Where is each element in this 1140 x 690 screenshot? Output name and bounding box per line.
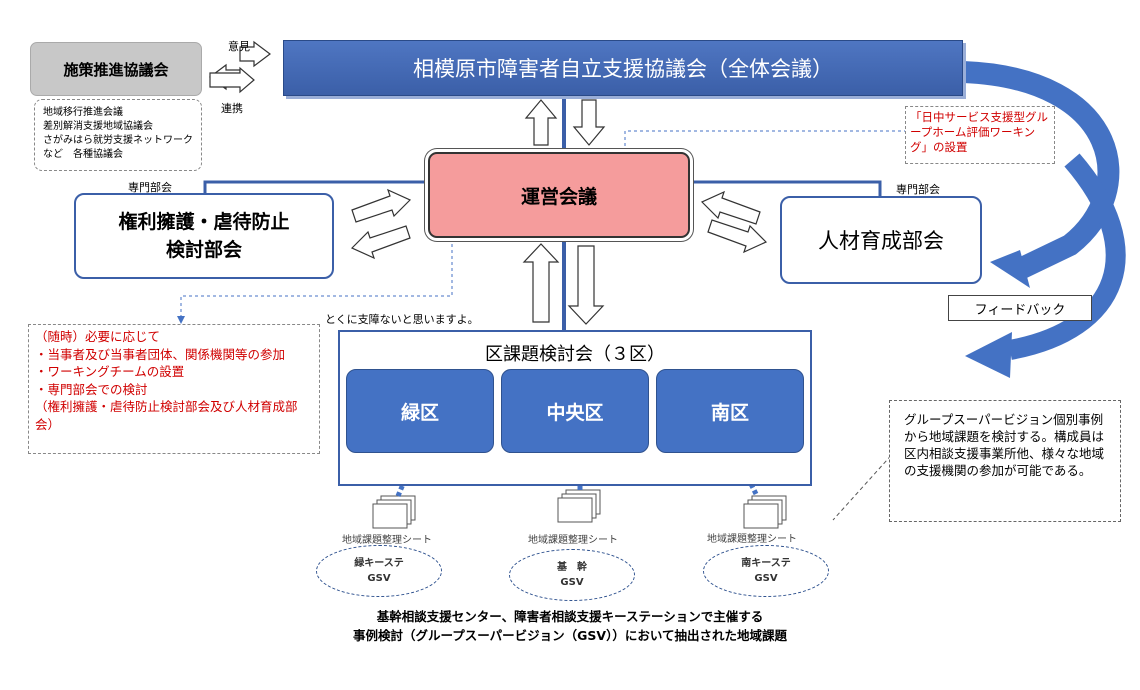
- as-needed-item: ・専門部会での検討: [35, 381, 148, 397]
- arrow-to-hr-hollow: [707, 219, 768, 254]
- sheet-stack-1: [372, 495, 416, 529]
- gsv-ellipse-minami: 南キーステ GSV: [703, 545, 829, 597]
- gsv-label: GSV: [754, 573, 778, 584]
- gsv-host: 基 幹: [557, 562, 587, 573]
- arrow-down-hollow-2: [567, 245, 605, 325]
- ward-label: 緑区: [400, 401, 439, 424]
- dashed-arrowhead-2: [177, 316, 185, 324]
- working-group-note: 「日中サービス支援型グループホーム評価ワーキング」の設置: [905, 106, 1055, 164]
- sub-council-item: 差別解消支援地域協議会: [43, 121, 153, 132]
- feedback-curve-lower: [1008, 153, 1126, 360]
- sub-council-item: さがみはら就労支援ネットワーク: [43, 135, 193, 146]
- gsv-description-note: グループスーパービジョン個別事例から地域課題を検討する。構成員は区内相談支援事業…: [889, 400, 1121, 522]
- policy-council-title: 施策推進協議会: [63, 60, 169, 79]
- sub-council-item: 地域移行推進会議: [43, 107, 123, 118]
- feedback-label: フィードバック: [948, 295, 1092, 321]
- arrow-to-rights-hollow: [350, 225, 411, 260]
- main-council-banner: 相模原市障害者自立支援協議会（全体会議）: [283, 40, 963, 96]
- feedback-arrowhead-lower: [965, 332, 1012, 378]
- sheet-stack-2: [557, 489, 601, 523]
- rights-connector: [203, 180, 428, 193]
- sub-council-list: 地域移行推進会議 差別解消支援地域協議会 さがみはら就労支援ネットワーク など …: [34, 99, 202, 171]
- rights-committee-line2: 検討部会: [165, 239, 242, 261]
- as-needed-list: （随時）必要に応じて ・当事者及び当事者団体、関係機関等の参加 ・ワーキングチー…: [28, 324, 320, 454]
- rights-committee-tag: 専門部会: [128, 181, 172, 194]
- as-needed-item: （権利擁護・虐待防止検討部会及び人材育成部会）: [35, 399, 298, 432]
- ward-chuo: 中央区: [501, 369, 649, 453]
- gsv-label: GSV: [560, 577, 584, 588]
- as-needed-item: （随時）必要に応じて: [35, 329, 161, 344]
- arrow-right-hollow: [239, 40, 271, 68]
- policy-council-box: 施策推進協議会: [30, 42, 202, 96]
- ward-minami: 南区: [656, 369, 804, 453]
- working-dashed-link: [624, 130, 905, 152]
- hr-committee-tag: 専門部会: [896, 183, 940, 196]
- hr-committee-title: 人材育成部会: [818, 229, 944, 253]
- sub-council-item: など 各種協議会: [43, 149, 123, 160]
- as-needed-item: ・ワーキングチームの設置: [35, 364, 185, 379]
- gsv-host: 緑キーステ: [354, 558, 404, 569]
- arrow-up-hollow-2: [522, 243, 560, 323]
- rights-committee-line1: 権利擁護・虐待防止: [118, 211, 290, 233]
- ward-midori: 緑区: [346, 369, 494, 453]
- feedback-text: フィードバック: [974, 302, 1066, 318]
- sheet-stack-3: [743, 495, 787, 529]
- sheet-label: 地域課題整理シート: [707, 534, 797, 545]
- arrow-down-hollow: [572, 99, 606, 146]
- opinion-label: 意見: [228, 40, 250, 53]
- feedback-arrowhead-upper: [990, 250, 1030, 288]
- coop-label: 連携: [221, 102, 243, 115]
- ward-label: 中央区: [546, 401, 604, 424]
- steering-title: 運営会議: [520, 185, 597, 208]
- sheet-label: 地域課題整理シート: [342, 535, 432, 546]
- comment-caption: とくに支障ないと思いますよ。: [325, 313, 479, 326]
- hr-committee-box: 人材育成部会: [780, 196, 982, 284]
- arrow-right-hollow-2: [209, 66, 255, 94]
- rights-committee-box: 権利擁護・虐待防止 検討部会: [74, 193, 334, 279]
- hr-connector: [690, 180, 882, 196]
- as-needed-item: ・当事者及び当事者団体、関係機関等の参加: [35, 346, 286, 362]
- ward-council-title: 区課題検討会（３区）: [485, 344, 665, 365]
- gsv-label: GSV: [367, 573, 391, 584]
- steering-meeting-box: 運営会議: [428, 152, 690, 238]
- arrow-to-steering-hollow-2: [700, 190, 761, 225]
- arrow-up-hollow: [524, 99, 558, 146]
- footer-line-2: 事例検討（グループスーパービジョン（GSV））において抽出された地域課題: [353, 628, 787, 643]
- feedback-curve-upper: [962, 61, 1120, 280]
- gsv-host: 南キーステ: [741, 558, 791, 569]
- gsv-ellipse-midori: 緑キーステ GSV: [316, 545, 442, 597]
- sheet-label: 地域課題整理シート: [528, 535, 618, 546]
- gsv-ellipse-kikan: 基 幹 GSV: [509, 549, 635, 601]
- list-dashed-link: [180, 238, 453, 318]
- arrow-to-steering-hollow: [351, 188, 412, 223]
- footer-line-1: 基幹相談支援センター、障害者相談支援キーステーションで主催する: [376, 609, 764, 624]
- main-council-title: 相模原市障害者自立支援協議会（全体会議）: [413, 57, 833, 81]
- ward-label: 南区: [710, 401, 749, 424]
